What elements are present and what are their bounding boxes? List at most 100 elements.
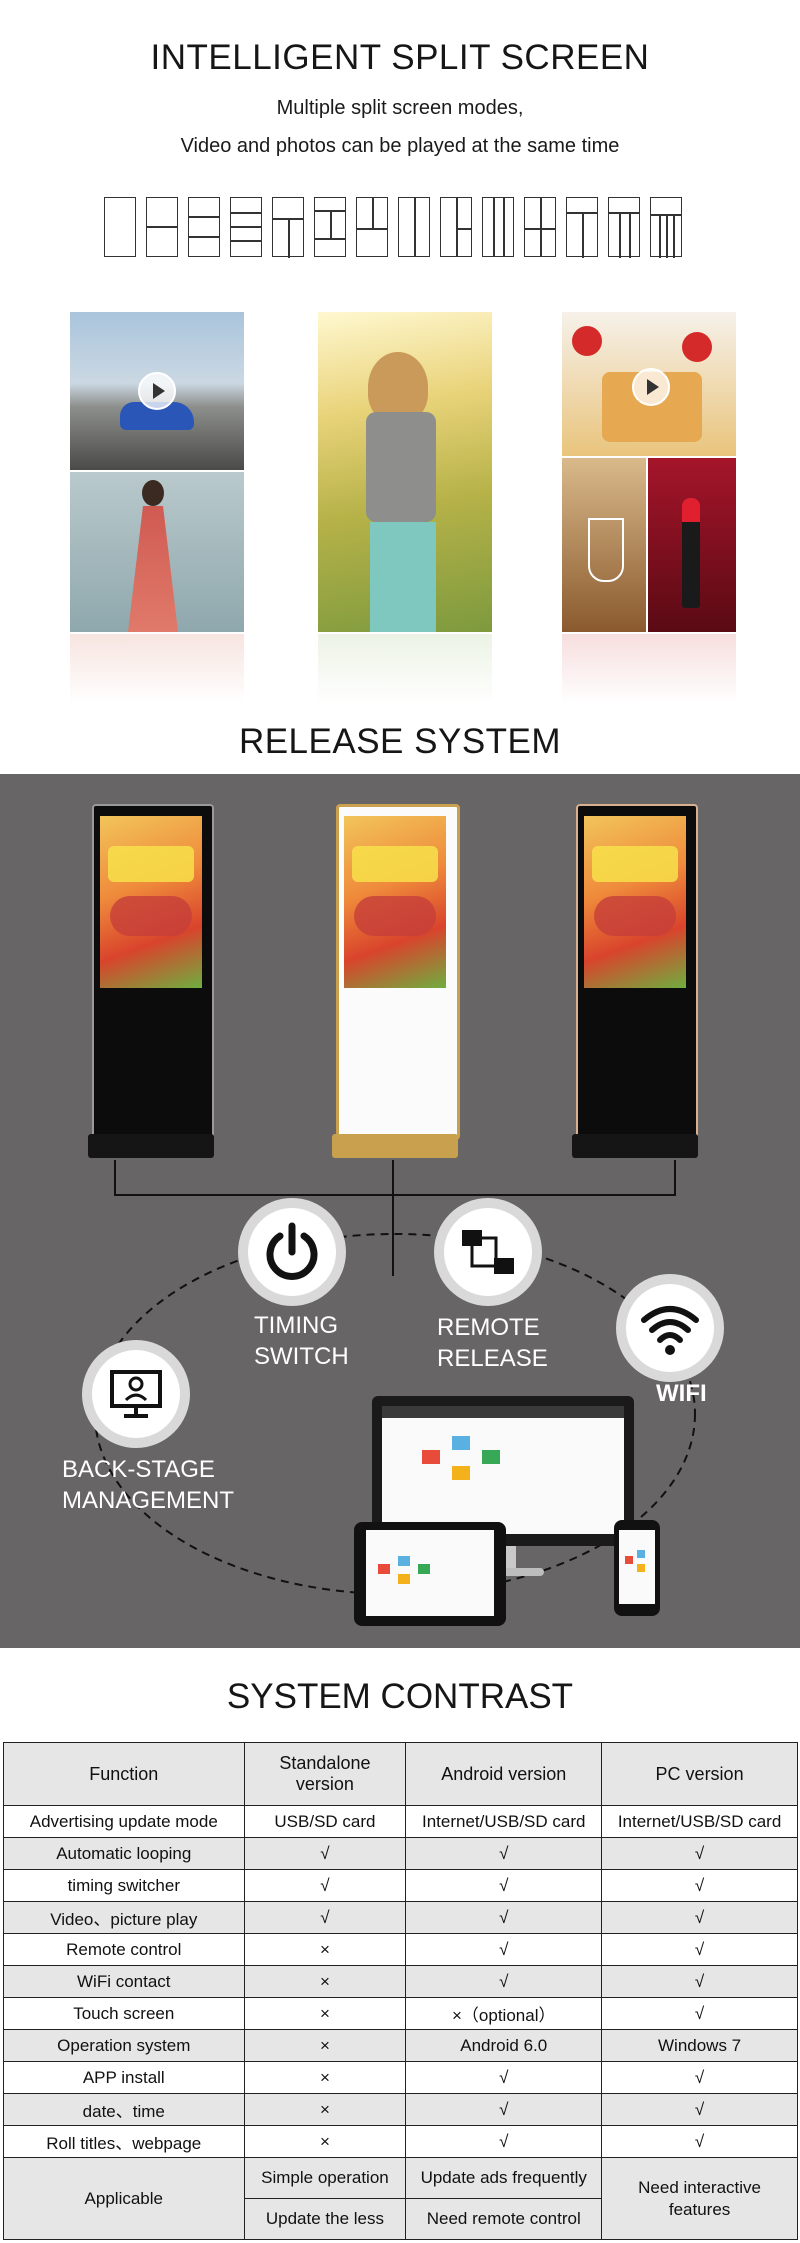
cell: √ xyxy=(601,1901,798,1934)
tablet-device xyxy=(354,1522,506,1626)
table-header-row: Function Standalone version Android vers… xyxy=(3,1742,798,1806)
play-icon-2 xyxy=(632,368,670,406)
power-icon xyxy=(266,1222,318,1280)
split-screen-subtitle-1: Multiple split screen modes, xyxy=(276,97,524,119)
split-mode-2-icon xyxy=(146,197,178,257)
cell: Remote control xyxy=(3,1933,245,1966)
backstage-badge xyxy=(82,1340,190,1448)
cell: Video、picture play xyxy=(3,1901,245,1934)
cell: Windows 7 xyxy=(601,2029,798,2062)
split-screen-title: INTELLIGENT SPLIT SCREEN xyxy=(150,38,650,77)
applicable-standalone-1: Simple operation xyxy=(243,2157,407,2199)
split-mode-10-icon xyxy=(482,197,514,257)
cell: √ xyxy=(601,2093,798,2126)
cell: √ xyxy=(243,1901,407,1934)
play-icon xyxy=(138,372,176,410)
waffle-photo xyxy=(562,312,736,456)
cell: √ xyxy=(405,1837,603,1870)
cell: √ xyxy=(405,1901,603,1934)
phone-device xyxy=(614,1520,660,1616)
cell: date、time xyxy=(3,2093,245,2126)
cell: × xyxy=(243,1997,407,2030)
woman-red-dress-photo xyxy=(70,472,244,632)
cell: Internet/USB/SD card xyxy=(601,1805,798,1838)
applicable-android-1: Update ads frequently xyxy=(405,2157,603,2199)
split-mode-12-icon xyxy=(566,197,598,258)
split-mode-11-icon xyxy=(524,197,556,257)
connector-line xyxy=(114,1194,676,1196)
connector-line xyxy=(392,1160,394,1196)
split-mode-9-icon xyxy=(440,197,472,257)
cell: Roll titles、webpage xyxy=(3,2125,245,2158)
split-mode-14-icon xyxy=(650,197,682,258)
cell: timing switcher xyxy=(3,1869,245,1902)
release-system-title: RELEASE SYSTEM xyxy=(238,722,562,761)
cell: √ xyxy=(405,2061,603,2094)
table-row: Touch screen××（optional）√ xyxy=(3,1997,798,2030)
table-row: Video、picture play√√√ xyxy=(3,1901,798,1934)
table-row: Remote control×√√ xyxy=(3,1933,798,1966)
cell: √ xyxy=(601,2125,798,2158)
table-row: timing switcher√√√ xyxy=(3,1869,798,1902)
cell: √ xyxy=(601,1837,798,1870)
applicable-android-2: Need remote control xyxy=(405,2198,603,2240)
table-row: Automatic looping√√√ xyxy=(3,1837,798,1870)
cell: √ xyxy=(601,2061,798,2094)
table-row-applicable: Applicable Simple operation Update ads f… xyxy=(3,2157,798,2240)
cell: √ xyxy=(405,1869,603,1902)
timing-switch-badge xyxy=(238,1198,346,1306)
split-demo-photo-1 xyxy=(70,312,244,632)
cell: Internet/USB/SD card xyxy=(405,1805,603,1838)
monitor-user-icon xyxy=(110,1370,162,1418)
cell: USB/SD card xyxy=(243,1805,407,1838)
cell: √ xyxy=(243,1837,407,1870)
cell: Android 6.0 xyxy=(405,2029,603,2062)
applicable-pc: Need interactive features xyxy=(601,2157,798,2240)
split-mode-6-icon xyxy=(314,197,346,257)
desktop-monitor xyxy=(372,1396,634,1580)
table-row: Roll titles、webpage×√√ xyxy=(3,2125,798,2158)
table-row: WiFi contact×√√ xyxy=(3,1965,798,1998)
applicable-pc-text: Need interactive features xyxy=(638,2177,761,2219)
cell: √ xyxy=(405,1933,603,1966)
cell: WiFi contact xyxy=(3,1965,245,1998)
applicable-standalone-2: Update the less xyxy=(243,2198,407,2240)
cell: √ xyxy=(405,1965,603,1998)
cell: √ xyxy=(405,2093,603,2126)
cell: × xyxy=(243,2125,407,2158)
cell: Touch screen xyxy=(3,1997,245,2030)
cell: √ xyxy=(601,1869,798,1902)
table-row-applicable-2: Update the less Need remote control xyxy=(4,2198,798,2240)
split-demo-reflection-1 xyxy=(70,634,244,704)
connector-line xyxy=(392,1194,394,1276)
cell: √ xyxy=(601,1933,798,1966)
header-android: Android version xyxy=(405,1742,603,1806)
cell: Operation system xyxy=(3,2029,245,2062)
cell: × xyxy=(243,2093,407,2126)
wifi-icon xyxy=(641,1306,699,1355)
table-row: APP install×√√ xyxy=(3,2061,798,2094)
split-mode-5-icon xyxy=(272,197,304,258)
remote-release-badge xyxy=(434,1198,542,1306)
split-mode-3-icon xyxy=(188,197,220,257)
cell: √ xyxy=(601,1965,798,1998)
applicable-label: Applicable xyxy=(3,2157,245,2240)
wifi-badge xyxy=(616,1274,724,1382)
system-contrast-table: Function Standalone version Android vers… xyxy=(3,1742,798,2240)
header-function: Function xyxy=(3,1742,245,1806)
cell: × xyxy=(243,1933,407,1966)
cell: Automatic looping xyxy=(3,1837,245,1870)
cell: ×（optional） xyxy=(405,1997,603,2030)
table-row: date、time×√√ xyxy=(3,2093,798,2126)
cell: APP install xyxy=(3,2061,245,2094)
connector-line xyxy=(114,1160,116,1196)
header-pc: PC version xyxy=(601,1742,798,1806)
split-mode-4-icon xyxy=(230,197,262,257)
split-screen-subtitle-2: Video and photos can be played at the sa… xyxy=(180,135,620,157)
cell: Advertising update mode xyxy=(3,1805,245,1838)
